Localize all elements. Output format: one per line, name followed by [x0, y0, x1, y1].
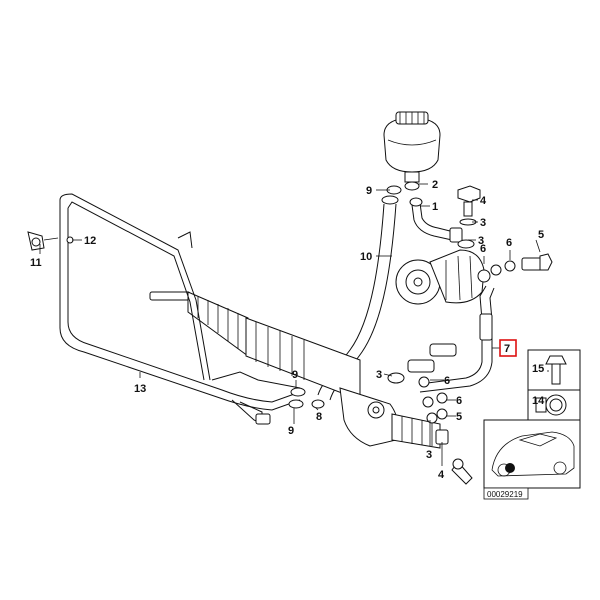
cooler-loop-13[interactable]: [59, 193, 301, 425]
label-6-pump-b[interactable]: 6: [506, 237, 512, 249]
location-marker-icon: [505, 463, 515, 473]
label-5-lower[interactable]: 5: [456, 411, 462, 423]
label-7[interactable]: 7: [504, 343, 510, 355]
label-1[interactable]: 1: [432, 201, 438, 213]
label-5-top[interactable]: 5: [538, 229, 544, 241]
leader-lines: [39, 183, 549, 466]
pressure-hose-7[interactable]: [419, 269, 495, 393]
label-2[interactable]: 2: [432, 179, 438, 191]
banjo-bolt-upper[interactable]: [457, 185, 481, 226]
label-4-bottom[interactable]: 4: [438, 469, 445, 481]
highlighted-part-7[interactable]: 7: [499, 339, 517, 357]
label-15[interactable]: 15: [532, 363, 544, 375]
vehicle-location-inset: [483, 419, 581, 489]
label-9-mid[interactable]: 9: [292, 369, 298, 381]
power-steering-pump[interactable]: [395, 239, 485, 305]
label-11[interactable]: 11: [30, 257, 42, 269]
label-3-mid[interactable]: 3: [478, 235, 484, 247]
label-10[interactable]: 10: [360, 251, 372, 263]
label-6-pump-a[interactable]: 6: [480, 243, 486, 255]
steering-rack[interactable]: [149, 291, 457, 449]
part-labels: 2 9 1 4 3 3 5 6 6 10 12 11 13 9 9 8 3 6 …: [30, 179, 545, 481]
label-6-lower-a[interactable]: 6: [444, 375, 450, 387]
fluid-reservoir[interactable]: [383, 111, 441, 183]
label-3-bottom[interactable]: 3: [426, 449, 432, 461]
label-9-bottom[interactable]: 9: [288, 425, 294, 437]
label-8[interactable]: 8: [316, 411, 322, 423]
label-6-lower-b[interactable]: 6: [456, 395, 462, 407]
detail-panel-14[interactable]: [527, 389, 581, 421]
label-3-lower-left[interactable]: 3: [376, 369, 382, 381]
label-4-top[interactable]: 4: [480, 195, 487, 207]
label-3-top[interactable]: 3: [480, 217, 486, 229]
diagram-code: 00029219: [487, 490, 523, 499]
rack-fittings[interactable]: [387, 372, 473, 485]
clamp-12[interactable]: [27, 231, 74, 251]
pump-fittings[interactable]: [490, 253, 553, 276]
diagram-code-box: 00029219: [483, 487, 529, 500]
label-14[interactable]: 14: [532, 395, 545, 407]
label-12[interactable]: 12: [84, 235, 96, 247]
label-9-top[interactable]: 9: [366, 185, 372, 197]
detail-panel-15[interactable]: [527, 349, 581, 391]
label-13[interactable]: 13: [134, 383, 146, 395]
suction-hose-1[interactable]: [409, 197, 463, 243]
hose-clamps-lower[interactable]: [288, 181, 420, 409]
